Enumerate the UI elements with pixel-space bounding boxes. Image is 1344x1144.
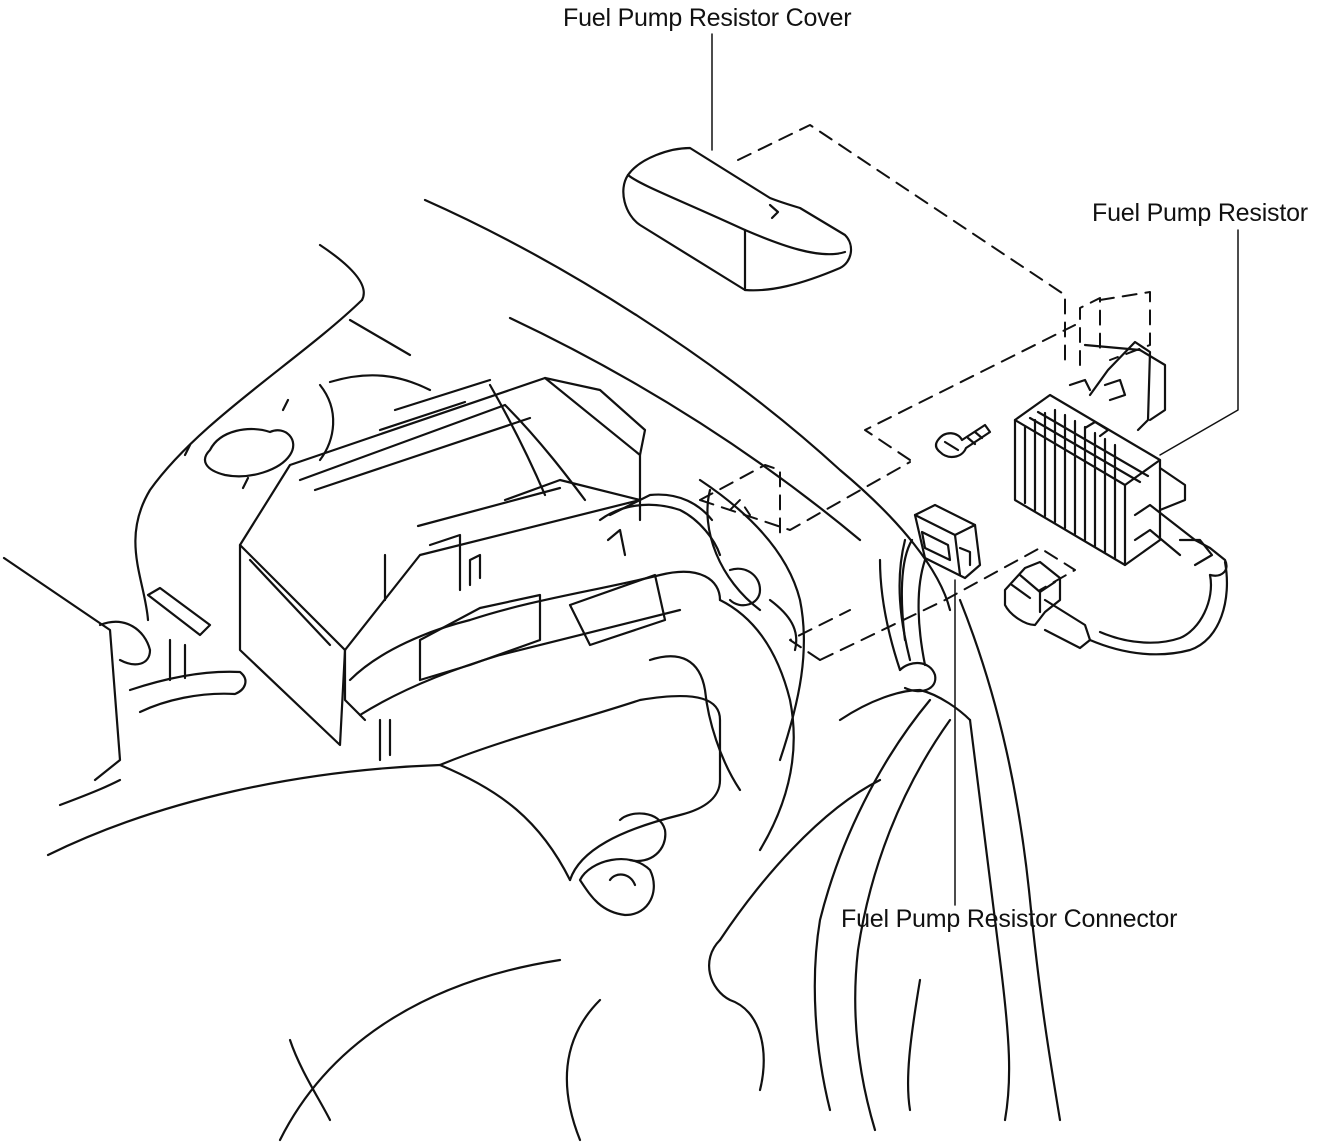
fuel-pump-resistor: [1015, 342, 1185, 565]
intake-pipes: [350, 495, 720, 760]
label-fuel-pump-resistor: Fuel Pump Resistor: [1092, 199, 1308, 227]
dashed-guides: [700, 125, 1150, 660]
resistor-cover: [623, 148, 851, 290]
leader-lines: [712, 34, 1238, 905]
label-fuel-pump-resistor-cover: Fuel Pump Resistor Cover: [563, 4, 852, 32]
engine-cover: [240, 378, 645, 745]
resistor-harness: [1005, 505, 1227, 654]
vehicle-connector: [902, 505, 980, 665]
body-outline: [4, 200, 950, 1140]
strut-tower: [100, 375, 430, 712]
lower-housing: [440, 600, 794, 915]
leader-resistor: [1160, 230, 1238, 455]
front-structure: [700, 480, 1060, 1130]
bolt: [936, 425, 990, 457]
label-fuel-pump-resistor-connector: Fuel Pump Resistor Connector: [841, 905, 1178, 933]
